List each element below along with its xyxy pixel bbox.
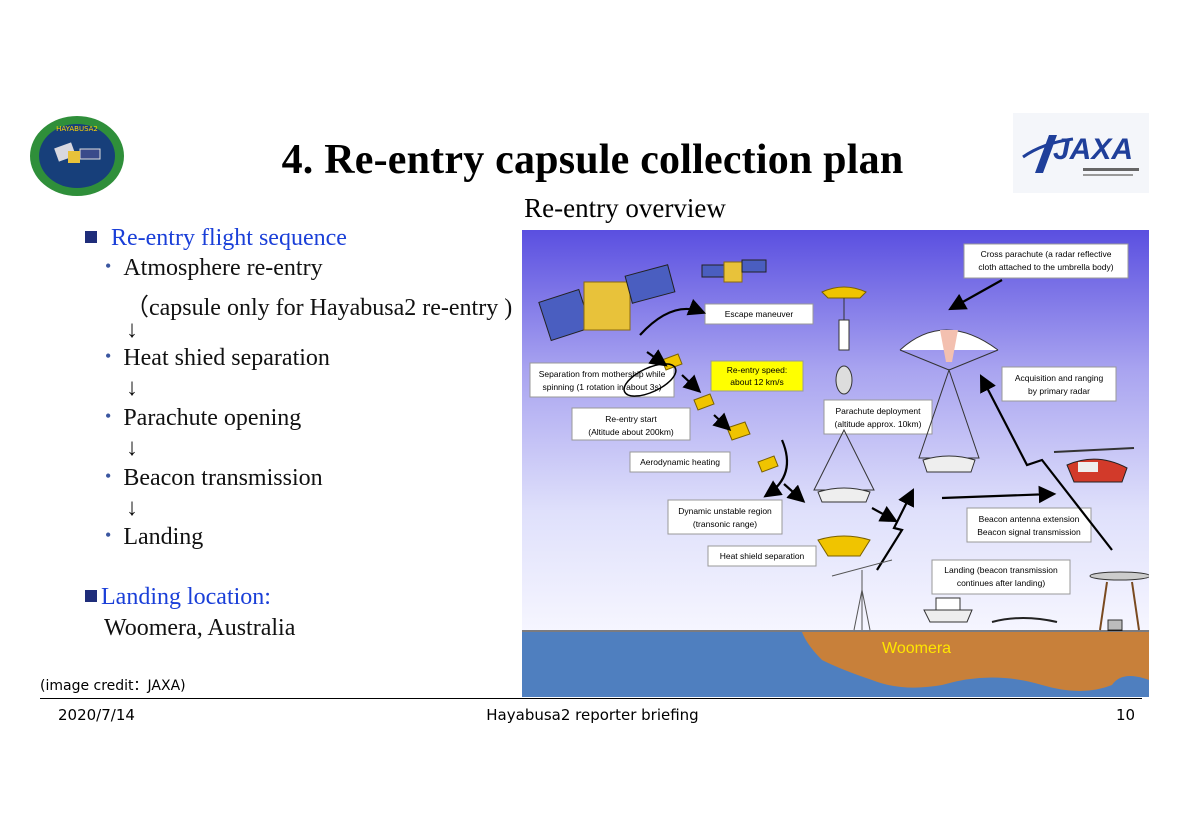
label-cross-parachute-1: Cross parachute (a radar reflective [981,249,1112,259]
step-note: （capsule only for Hayabusa2 re-entry ) [125,295,513,321]
list-item: • Beacon transmission [105,465,323,492]
colon: : [264,584,271,610]
capsule-icon [661,353,779,473]
down-arrow-icon: ↓ [126,495,138,521]
square-bullet-icon [85,590,97,602]
landed-capsule-icon [923,597,1058,623]
label-speed-1: Re-entry speed: [727,365,787,375]
label-parachute-deployment-2: (altitude approx. 10km) [835,419,922,429]
section-title: Landing location [101,584,265,610]
label-acquisition-1: Acquisition and ranging [1015,373,1104,383]
re-entry-diagram: Woomera Escape maneuver Cross parachute … [522,230,1149,697]
square-bullet-icon [85,231,97,243]
step-label: Landing [123,524,204,550]
label-speed-2: about 12 km/s [730,377,783,387]
hayabusa2-mission-logo: HAYABUSA2 [30,116,124,196]
ground-antenna-icon [831,559,893,631]
label-cross-parachute-2: cloth attached to the umbrella body) [978,262,1113,272]
label-acquisition-2: by primary radar [1028,386,1090,396]
list-item: • Atmosphere re-entry [105,255,323,282]
step-label: Beacon transmission [123,465,323,491]
label-reentry-start-1: Re-entry start [605,414,657,424]
radar-signal-arrows [876,374,1113,571]
label-dynamic-unstable-2: (transonic range) [693,519,757,529]
label-beacon-1: Beacon antenna extension [979,514,1080,524]
image-credit: (image credit：JAXA) [40,678,186,694]
label-separation-1: Separation from mothership while [539,369,666,379]
diagram-subtitle: Re-entry overview [524,193,726,223]
list-item: • Heat shied separation [105,345,330,372]
section-landing-location: Landing location: [85,584,271,611]
label-aerodynamic-heating: Aerodynamic heating [640,457,720,467]
helicopter-icon [1053,447,1135,483]
woomera-label: Woomera [882,640,951,657]
australia-land [802,632,1149,691]
step-label: Atmosphere re-entry [123,255,323,281]
bullet-icon: • [105,525,112,545]
bullet-icon: • [105,466,112,486]
label-dynamic-unstable-1: Dynamic unstable region [678,506,772,516]
page-title: 4. Re-entry capsule collection plan [281,137,904,183]
label-landing-2: continues after landing) [957,578,1046,588]
footer-divider [40,698,1142,699]
svg-text:HAYABUSA2: HAYABUSA2 [56,125,98,133]
radar-tower-icon [1089,571,1149,631]
bullet-icon: • [105,346,112,366]
page-number: 10 [1116,706,1136,724]
label-separation-2: spinning (1 rotation in about 3s) [542,382,661,392]
label-reentry-start-2: (Altitude about 200km) [588,427,674,437]
label-heat-shield-separation: Heat shield separation [720,551,805,561]
footer-event: Hayabusa2 reporter briefing [486,706,699,724]
small-spacecraft-icon [701,259,767,283]
bullet-icon: • [105,256,112,276]
list-item: • Parachute opening [105,405,301,432]
step-label: Heat shied separation [123,345,330,371]
label-parachute-deployment-1: Parachute deployment [835,406,921,416]
label-escape-maneuver: Escape maneuver [725,309,794,319]
section-title: Re-entry flight sequence [111,225,347,251]
bullet-icon: • [105,406,112,426]
trajectory-arrows [639,279,1057,523]
svg-text:JAXA: JAXA [1053,133,1133,166]
list-item: • Landing [105,524,203,551]
landing-location-value: Woomera, Australia [104,615,296,641]
parachute-sequence-icon [813,286,999,557]
section-re-entry-sequence: Re-entry flight sequence [85,225,347,252]
step-label: Parachute opening [123,405,302,431]
footer-date: 2020/7/14 [58,706,135,724]
down-arrow-icon: ↓ [126,375,138,401]
label-beacon-2: Beacon signal transmission [977,527,1081,537]
label-landing-1: Landing (beacon transmission [944,565,1058,575]
jaxa-logo: JAXA [1013,113,1149,193]
down-arrow-icon: ↓ [126,435,138,461]
hayabusa2-spacecraft-icon [538,264,676,342]
down-arrow-icon: ↓ [126,317,138,343]
